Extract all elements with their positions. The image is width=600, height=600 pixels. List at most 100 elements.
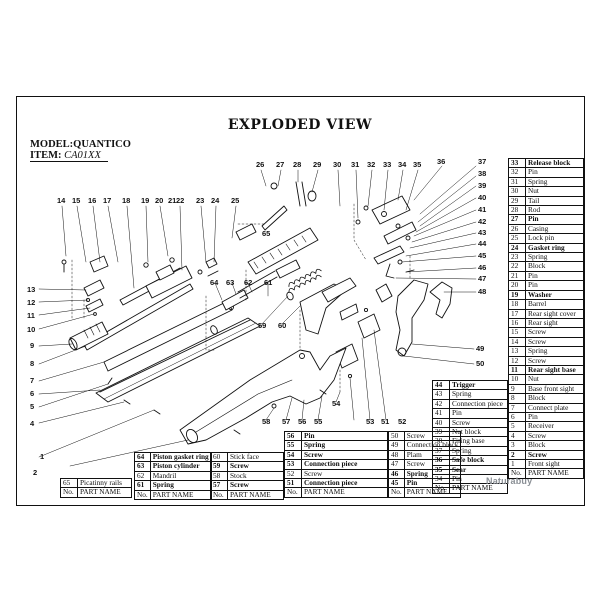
part-number: 38 bbox=[432, 436, 450, 447]
model-label: MODEL:QUANTICO bbox=[30, 139, 131, 150]
callout-27: 27 bbox=[276, 160, 284, 169]
header-part-name: PART NAME bbox=[77, 487, 132, 498]
callout-1: 1 bbox=[40, 452, 44, 461]
callout-14: 14 bbox=[57, 196, 66, 205]
callout-44: 44 bbox=[478, 239, 487, 248]
part-name: Spring bbox=[525, 346, 584, 357]
part-name: Firing base bbox=[449, 436, 508, 447]
callout-16: 16 bbox=[88, 196, 96, 205]
grip-palm bbox=[375, 279, 453, 357]
callout-13: 13 bbox=[27, 285, 35, 294]
callout-55: 55 bbox=[314, 417, 322, 426]
callout-50: 50 bbox=[476, 359, 484, 368]
callout-35: 35 bbox=[413, 160, 421, 169]
part-name: Safe block bbox=[449, 455, 508, 466]
part-name: Screw bbox=[525, 327, 584, 338]
part-number: 25 bbox=[508, 233, 526, 244]
part-name: Pin bbox=[449, 408, 508, 419]
callout-25: 25 bbox=[231, 196, 239, 205]
part-name: Nut bbox=[525, 374, 584, 385]
part-number: 41 bbox=[432, 408, 450, 419]
part-number: 27 bbox=[508, 214, 526, 225]
part-name: Screw bbox=[227, 480, 284, 491]
trigger-assembly bbox=[355, 195, 417, 279]
callout-5: 5 bbox=[30, 402, 34, 411]
part-name: Block bbox=[525, 393, 584, 404]
picatinny-rail bbox=[247, 227, 319, 275]
part-number: 59 bbox=[210, 461, 228, 472]
callout-46: 46 bbox=[478, 263, 486, 272]
front-sight bbox=[68, 321, 109, 351]
callout-54: 54 bbox=[332, 399, 341, 408]
item-code: ITEM: CA01XX bbox=[30, 150, 101, 161]
part-number: 55 bbox=[284, 440, 302, 451]
callout-60: 60 bbox=[278, 321, 286, 330]
part-number: 43 bbox=[432, 389, 450, 400]
parts-header-row: No.PART NAME bbox=[508, 468, 584, 479]
receiver-tube bbox=[95, 317, 261, 403]
callout-64: 64 bbox=[210, 278, 219, 287]
header-no: No. bbox=[210, 489, 228, 501]
part-name: Pin bbox=[525, 214, 584, 225]
part-name: Screw bbox=[227, 461, 284, 472]
header-no: No. bbox=[60, 487, 78, 498]
callout-15: 15 bbox=[72, 196, 80, 205]
parts-header-row: No.PART NAME bbox=[60, 487, 132, 498]
loose-screws bbox=[107, 353, 327, 435]
part-number: 53 bbox=[284, 459, 302, 470]
header-part-name: PART NAME bbox=[301, 487, 388, 498]
part-number: 61 bbox=[134, 480, 151, 491]
callout-11: 11 bbox=[27, 311, 35, 320]
parts-header-row: No.PART NAME bbox=[284, 487, 388, 498]
page-title: EXPLODED VIEW bbox=[227, 117, 373, 133]
callout-48: 48 bbox=[478, 287, 486, 296]
callout-41: 41 bbox=[478, 205, 486, 214]
callout-18: 18 bbox=[122, 196, 130, 205]
parts-header-row: No.PART NAME bbox=[432, 483, 508, 494]
connection-pieces bbox=[335, 303, 381, 379]
callout-10: 10 bbox=[27, 325, 35, 334]
callout-57: 57 bbox=[282, 417, 290, 426]
callout-labels: 1 2 3 4 5 6 7 8 9 10 11 12 13 14 15 16 1… bbox=[27, 157, 487, 477]
callout-23: 23 bbox=[196, 196, 204, 205]
part-name: Connection piece bbox=[449, 398, 508, 410]
callout-49: 49 bbox=[476, 344, 484, 353]
callout-52: 52 bbox=[398, 417, 406, 426]
header-part-name: PART NAME bbox=[149, 489, 212, 501]
part-name: Gasket ring bbox=[525, 242, 584, 254]
callout-24: 24 bbox=[211, 196, 220, 205]
callout-8: 8 bbox=[30, 359, 34, 368]
part-number: 18 bbox=[508, 299, 526, 310]
header-no: No. bbox=[388, 487, 405, 498]
header-part-name: PART NAME bbox=[449, 483, 508, 494]
callout-38: 38 bbox=[478, 169, 486, 178]
callout-65: 65 bbox=[262, 229, 270, 238]
watermark: Naturabuy bbox=[486, 476, 533, 486]
rear-sight-group bbox=[61, 255, 109, 316]
assembly-guidelines bbox=[71, 203, 411, 393]
callout-51: 51 bbox=[381, 417, 389, 426]
part-name: Spring bbox=[149, 480, 212, 491]
callout-53: 53 bbox=[366, 417, 374, 426]
part-name: Spring bbox=[301, 440, 388, 451]
